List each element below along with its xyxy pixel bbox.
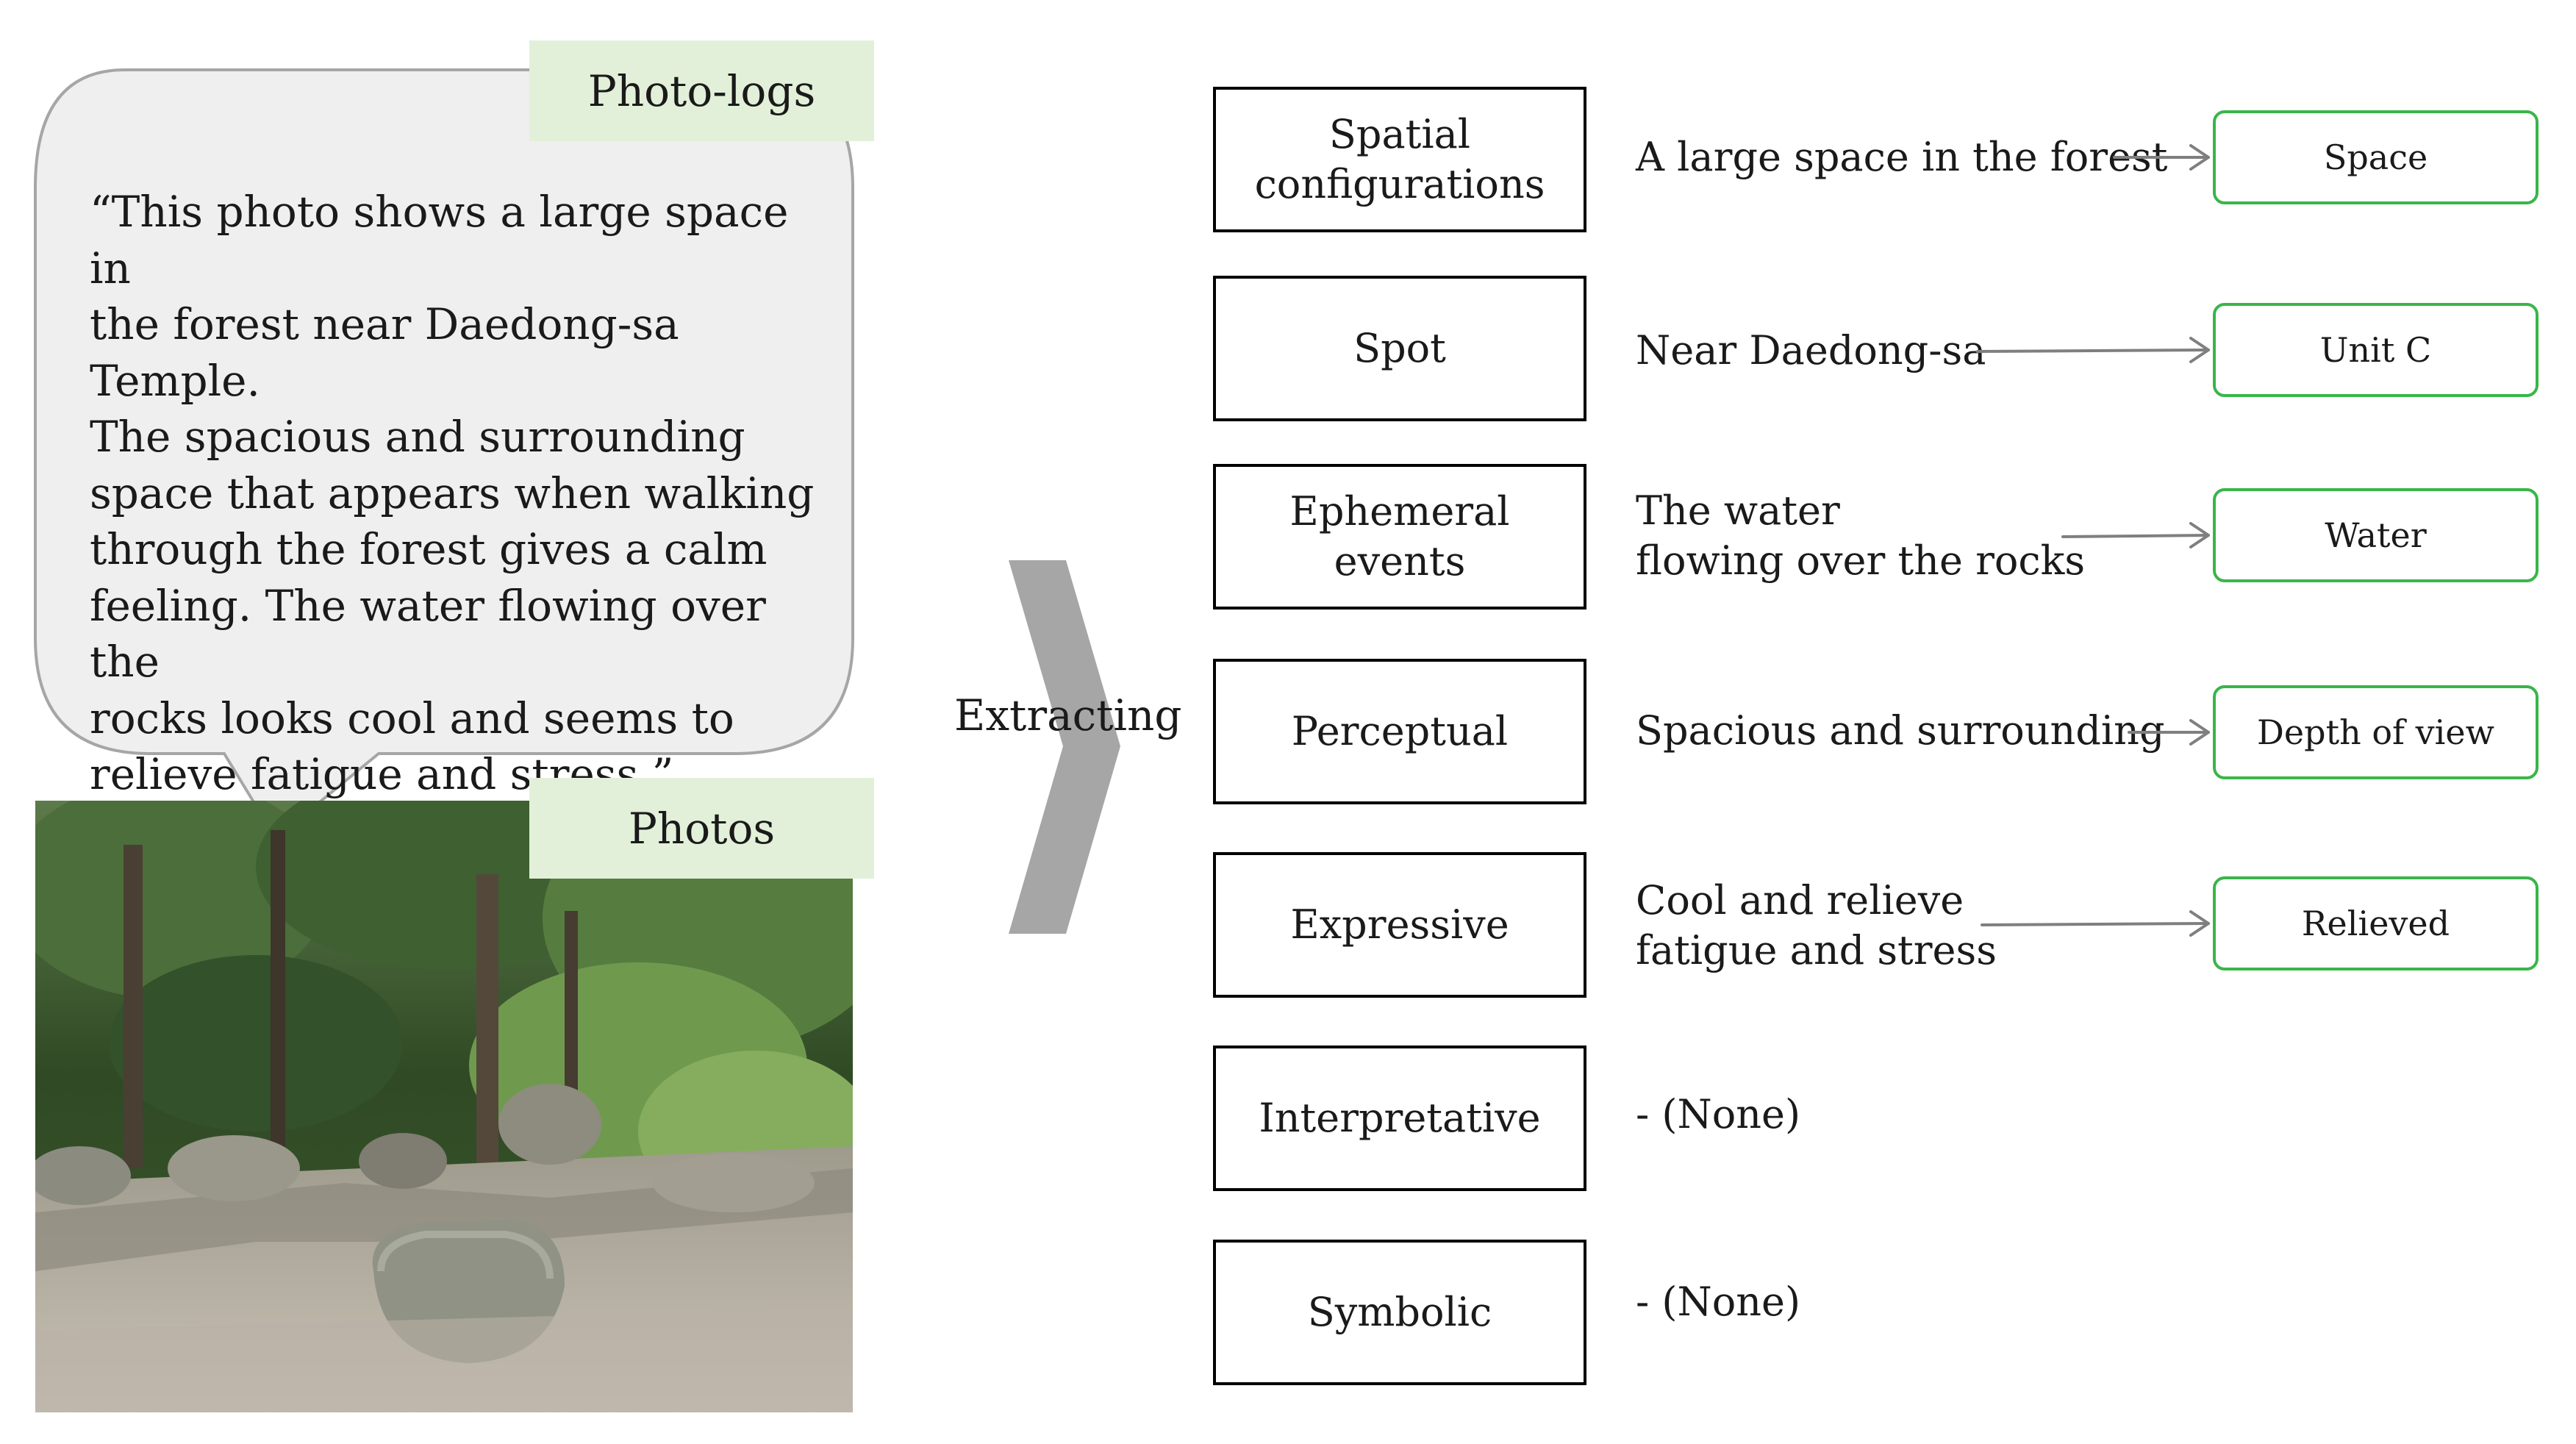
extracted-phrase: Near Daedong-sa [1636, 327, 1986, 373]
result-box: Water [2213, 488, 2539, 582]
category-box: Spot [1213, 276, 1586, 421]
extracted-phrase: A large space in the forest [1636, 134, 2168, 180]
photo-log-quote: “This photo shows a large space in the f… [90, 187, 815, 799]
photos-label: Photos [529, 778, 874, 879]
category-box: Spatial configurations [1213, 87, 1586, 232]
result-box: Unit C [2213, 303, 2539, 397]
result-box: Relieved [2213, 876, 2539, 971]
category-box: Symbolic [1213, 1240, 1586, 1385]
category-box: Expressive [1213, 852, 1586, 998]
result-box: Space [2213, 110, 2539, 204]
extracted-phrase: - (None) [1636, 1279, 1801, 1325]
category-box: Perceptual [1213, 659, 1586, 804]
photo-logs-label: Photo-logs [529, 40, 874, 141]
extracting-label: Extracting [954, 690, 1182, 740]
extracted-phrase: Spacious and surrounding [1636, 707, 2165, 754]
extracted-phrase: The water flowing over the rocks [1636, 487, 2086, 584]
category-box: Interpretative [1213, 1046, 1586, 1191]
extracted-phrase: Cool and relieve fatigue and stress [1636, 877, 1997, 973]
category-box: Ephemeral events [1213, 464, 1586, 610]
result-box: Depth of view [2213, 685, 2539, 779]
extracted-phrase: - (None) [1636, 1091, 1801, 1137]
